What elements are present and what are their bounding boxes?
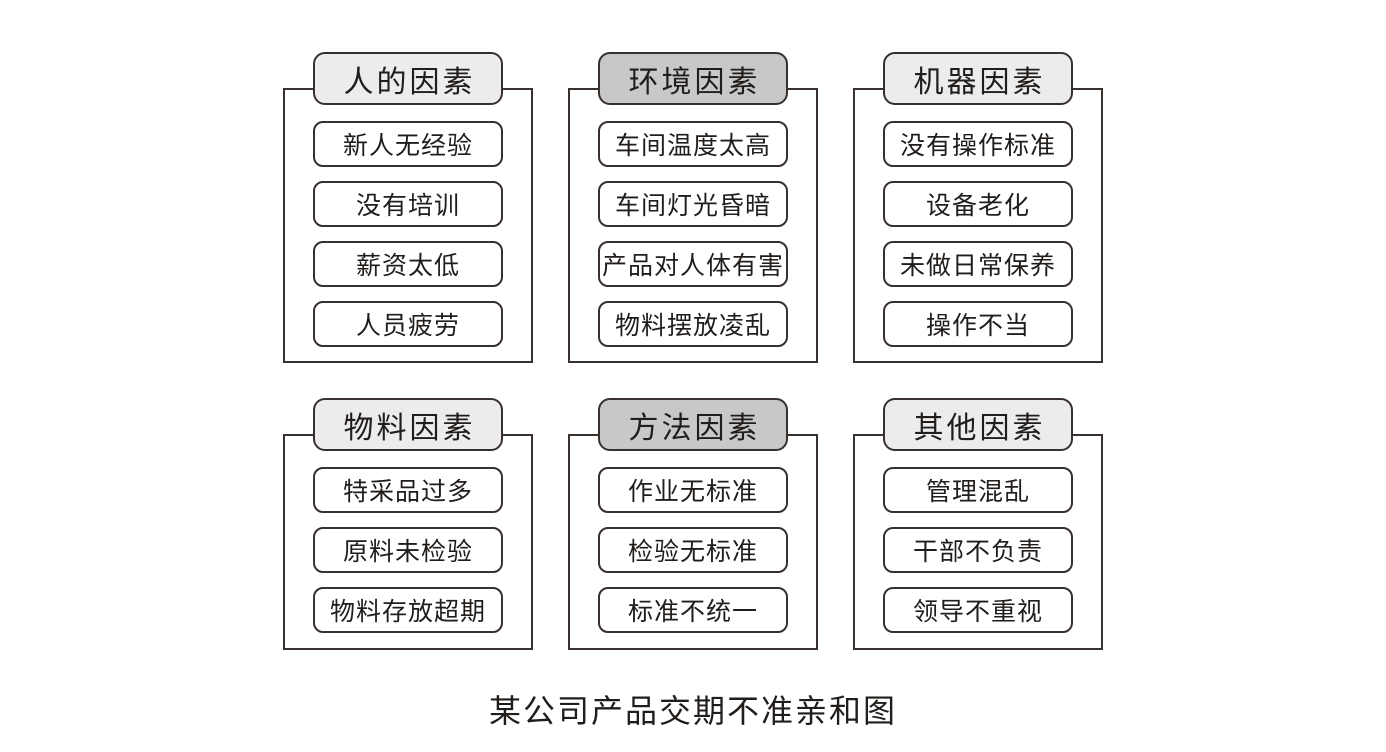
group-header-label: 人的因素 [313, 52, 503, 105]
cause-card: 原料未检验 [313, 527, 503, 573]
factor-group-4: 方法因素 作业无标准 检验无标准 标准不统一 [568, 398, 818, 650]
cause-card: 没有操作标准 [883, 121, 1073, 167]
cause-card: 未做日常保养 [883, 241, 1073, 287]
group-items-list: 新人无经验 没有培训 薪资太低 人员疲劳 [313, 121, 503, 347]
cause-card: 标准不统一 [598, 587, 788, 633]
group-header-label: 物料因素 [313, 398, 503, 451]
group-items-list: 作业无标准 检验无标准 标准不统一 [598, 467, 788, 633]
group-items-list: 特采品过多 原料未检验 物料存放超期 [313, 467, 503, 633]
cause-card: 物料存放超期 [313, 587, 503, 633]
cause-card: 操作不当 [883, 301, 1073, 347]
cause-card: 干部不负责 [883, 527, 1073, 573]
factor-group-2: 机器因素 没有操作标准 设备老化 未做日常保养 操作不当 [853, 52, 1103, 363]
cause-card: 薪资太低 [313, 241, 503, 287]
factor-group-3: 物料因素 特采品过多 原料未检验 物料存放超期 [283, 398, 533, 650]
group-items-list: 没有操作标准 设备老化 未做日常保养 操作不当 [883, 121, 1073, 347]
cause-card: 产品对人体有害 [598, 241, 788, 287]
group-items-list: 管理混乱 干部不负责 领导不重视 [883, 467, 1073, 633]
factor-group-5: 其他因素 管理混乱 干部不负责 领导不重视 [853, 398, 1103, 650]
group-header-label: 机器因素 [883, 52, 1073, 105]
cause-card: 车间温度太高 [598, 121, 788, 167]
cause-card: 车间灯光昏暗 [598, 181, 788, 227]
diagram-title: 某公司产品交期不准亲和图 [488, 693, 897, 729]
group-header-label: 环境因素 [598, 52, 788, 105]
cause-card: 没有培训 [313, 181, 503, 227]
cause-card: 新人无经验 [313, 121, 503, 167]
group-header-label: 方法因素 [598, 398, 788, 451]
factor-group-1: 环境因素 车间温度太高 车间灯光昏暗 产品对人体有害 物料摆放凌乱 [568, 52, 818, 363]
cause-card: 作业无标准 [598, 467, 788, 513]
factor-group-0: 人的因素 新人无经验 没有培训 薪资太低 人员疲劳 [283, 52, 533, 363]
cause-card: 领导不重视 [883, 587, 1073, 633]
cause-card: 人员疲劳 [313, 301, 503, 347]
cause-card: 管理混乱 [883, 467, 1073, 513]
cause-card: 检验无标准 [598, 527, 788, 573]
cause-card: 设备老化 [883, 181, 1073, 227]
cause-card: 特采品过多 [313, 467, 503, 513]
cause-card: 物料摆放凌乱 [598, 301, 788, 347]
factor-groups-board: 人的因素 新人无经验 没有培训 薪资太低 人员疲劳 环境因素 车间温度太高 车间… [283, 52, 1103, 650]
group-header-label: 其他因素 [883, 398, 1073, 451]
group-items-list: 车间温度太高 车间灯光昏暗 产品对人体有害 物料摆放凌乱 [598, 121, 788, 347]
